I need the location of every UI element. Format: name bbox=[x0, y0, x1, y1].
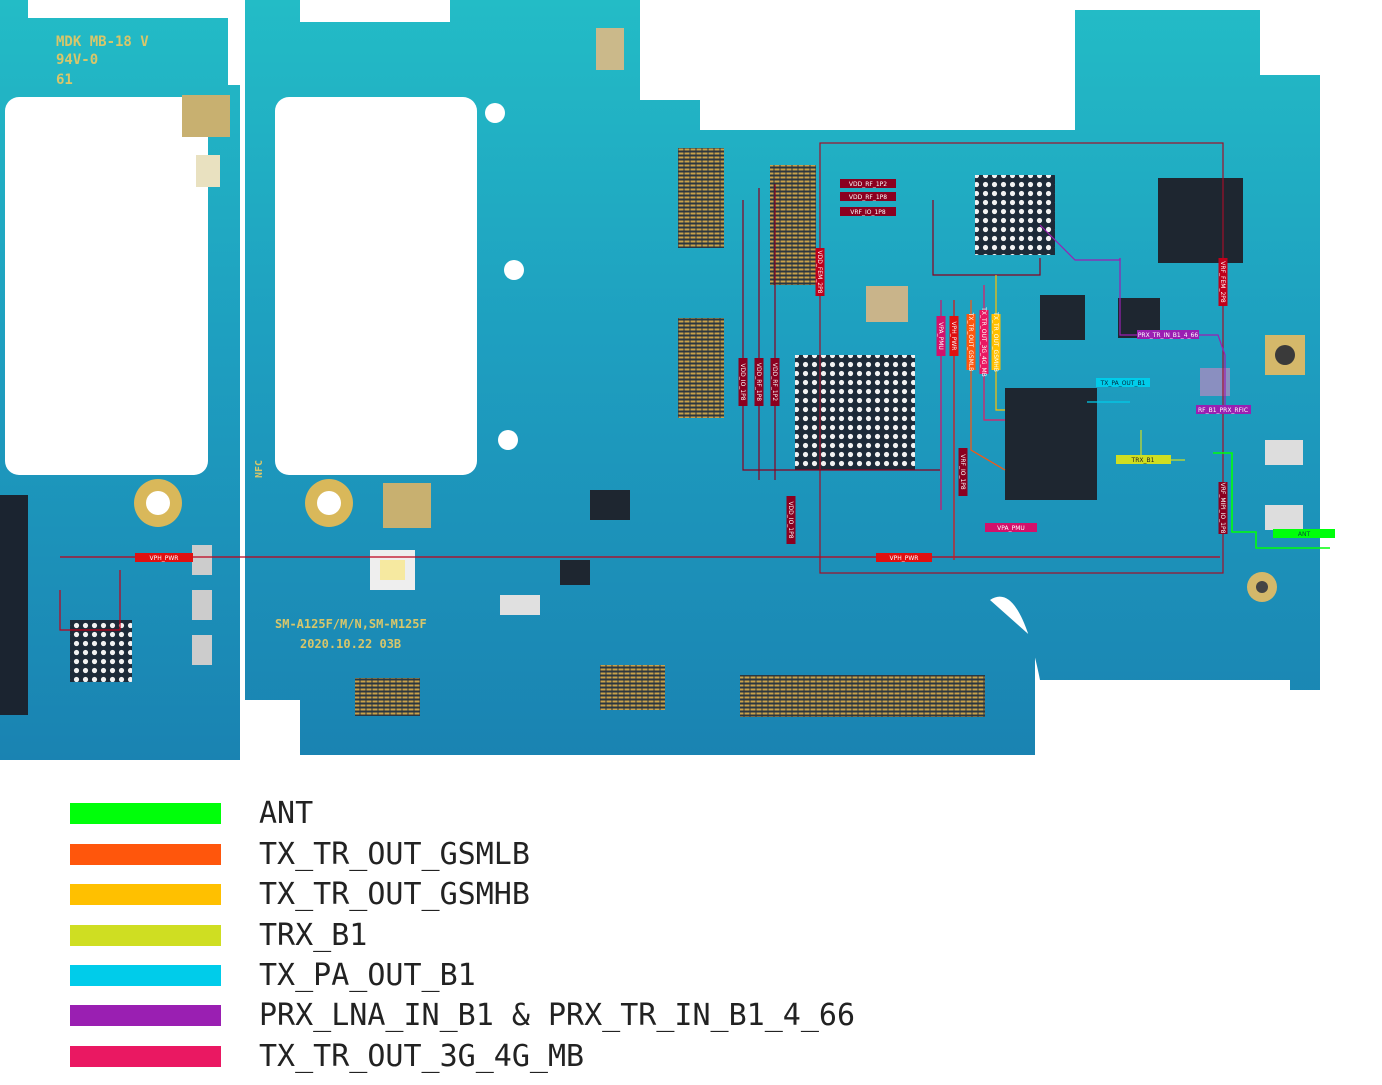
label-vpa-pmu-h: VPA_PMU bbox=[997, 525, 1025, 532]
label-vdd-rf-1p8: VDD_RF_1P8 bbox=[849, 194, 887, 201]
legend-swatch bbox=[70, 1004, 221, 1026]
label-vdd-rf-1p2: VDD_RF_1P2 bbox=[849, 181, 887, 188]
left-board: MDK MB-18 V 94V-0 61 bbox=[0, 0, 240, 760]
label-vdd-fem-2p8: VDD_FEM_2P8 bbox=[816, 250, 823, 293]
legend-item-tx-tr-out-3g-4g-mb: TX_TR_OUT_3G_4G_MB bbox=[70, 1038, 585, 1074]
label-tx-pa-out-b1: TX_PA_OUT_B1 bbox=[1100, 380, 1146, 387]
label-ant: ANT bbox=[1298, 531, 1311, 538]
label-trx-b1: TRX_B1 bbox=[1131, 457, 1155, 464]
label-vrf-io-1p8: VRF_IO_1P8 bbox=[850, 209, 886, 216]
silk-model: SM-A125F/M/N,SM-M125F bbox=[275, 617, 427, 631]
legend-item-ant: ANT bbox=[70, 795, 314, 831]
label-rf-b1-prx-rfic: RF_B1_PRX_RFIC bbox=[1198, 407, 1248, 414]
legend-swatch bbox=[70, 802, 221, 824]
label-tx-tr-out-gsmhb: TX_TR_OUT_GSMHB bbox=[992, 311, 999, 372]
label-prx-tr-in: PRX_TR_IN_B1_4_66 bbox=[1138, 332, 1199, 339]
pcb-board-diagram: MDK MB-18 V 94V-0 61 SM-A125 bbox=[0, 0, 1335, 760]
legend-item-trx-b1: TRX_B1 bbox=[70, 917, 368, 953]
net-labels: VDD_RF_1P2 VDD_RF_1P8 VRF_IO_1P8 VDD_FEM… bbox=[135, 179, 1335, 562]
legend-item-prx: PRX_LNA_IN_B1 & PRX_TR_IN_B1_4_66 bbox=[70, 997, 856, 1033]
legend-label: TX_PA_OUT_B1 bbox=[259, 957, 476, 993]
legend-label: TX_TR_OUT_GSMLB bbox=[259, 836, 530, 872]
silk-line1: MDK MB-18 V bbox=[56, 34, 149, 50]
legend-item-tx-tr-out-gsmhb: TX_TR_OUT_GSMHB bbox=[70, 876, 530, 912]
silk-line3: 61 bbox=[56, 72, 73, 88]
legend-label: PRX_LNA_IN_B1 & PRX_TR_IN_B1_4_66 bbox=[259, 997, 856, 1033]
legend-swatch bbox=[70, 964, 221, 986]
label-vrf-fem-2p8: VRF_FEM_2P8 bbox=[1219, 261, 1226, 303]
label-vph-pwr-left: VPH_PWR bbox=[150, 555, 179, 562]
legend-swatch bbox=[70, 843, 221, 865]
label-tx-tr-out-3g-4g-mb: TX_TR_OUT_3G_4G_MB bbox=[980, 306, 987, 377]
legend-label: ANT bbox=[259, 795, 314, 831]
label-vdd-io-1p8-b: VDD_IO_1P8 bbox=[787, 501, 794, 538]
main-board: SM-A125F/M/N,SM-M125F 2020.10.22 03B NFC bbox=[245, 0, 1320, 755]
legend-item-tx-pa-out-b1: TX_PA_OUT_B1 bbox=[70, 957, 476, 993]
silk-nfc: NFC bbox=[254, 460, 265, 478]
silk-line2: 94V-0 bbox=[56, 52, 98, 68]
legend-item-tx-tr-out-gsmlb: TX_TR_OUT_GSMLB bbox=[70, 836, 530, 872]
label-vrf-mipi-io-1p8: VRF_MIPI_IO_1P8 bbox=[1219, 483, 1226, 534]
label-vdd-rf-1p2-v: VDD_RF_1P2 bbox=[771, 363, 778, 401]
label-vdd-rf-1p8-v: VDD_RF_1P8 bbox=[755, 363, 762, 401]
label-vpa-pmu-v: VPA_PMU bbox=[937, 322, 944, 350]
label-vph-pwr-v: VPH_PWR bbox=[950, 322, 957, 351]
label-tx-tr-out-gsmlb: TX_TR_OUT_GSMLB bbox=[967, 312, 974, 371]
legend-label: TX_TR_OUT_3G_4G_MB bbox=[259, 1038, 585, 1074]
legend-swatch bbox=[70, 883, 221, 905]
label-vrf-io-1p8-v: VRF_IO_1P8 bbox=[959, 454, 966, 490]
label-vph-pwr-right: VPH_PWR bbox=[890, 555, 919, 562]
legend-label: TRX_B1 bbox=[259, 917, 368, 953]
legend-label: TX_TR_OUT_GSMHB bbox=[259, 876, 530, 912]
label-vdd-io-1p8: VDD_IO_1P8 bbox=[739, 363, 746, 400]
legend-swatch bbox=[70, 1045, 221, 1067]
legend-swatch bbox=[70, 924, 221, 946]
silk-date: 2020.10.22 03B bbox=[300, 637, 401, 651]
